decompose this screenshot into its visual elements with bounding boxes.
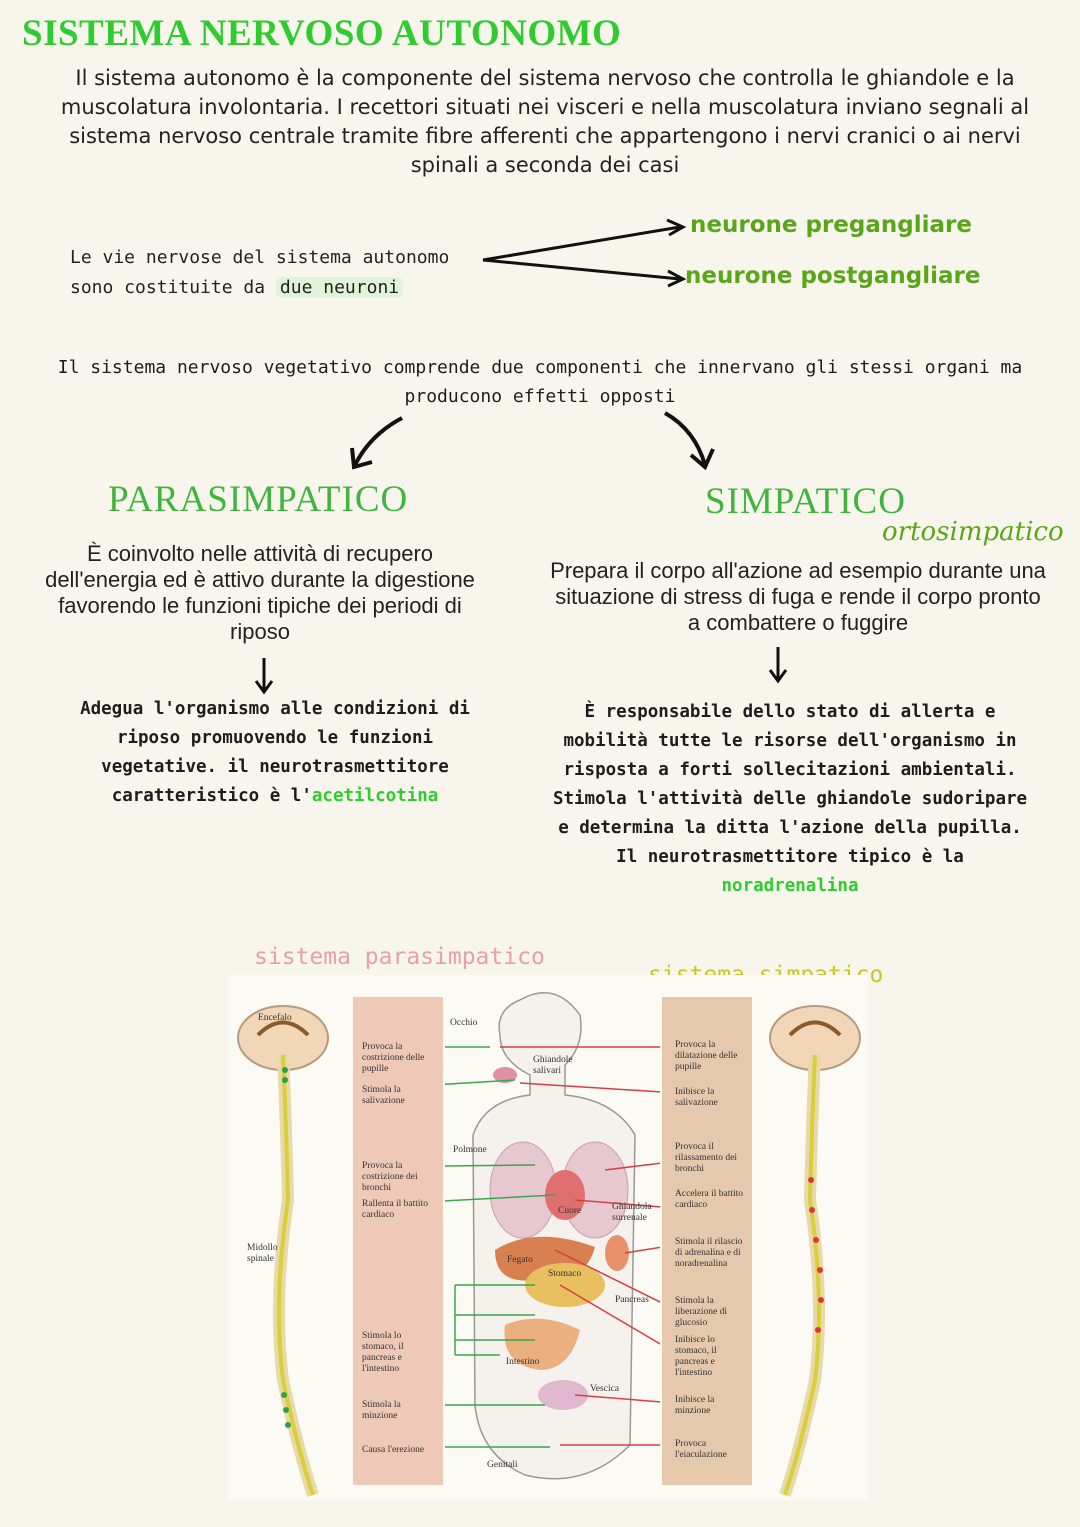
down-arrow-icon [768, 647, 788, 684]
parasimpatico-effect-text: Adegua l'organismo alle condizioni di ri… [80, 699, 470, 806]
organ-ghiandole: Ghiandole salivari [533, 1055, 573, 1076]
noradrenalina-word: noradrenalina [721, 876, 859, 896]
simp-effect: Provoca l'eiaculazione [675, 1439, 727, 1460]
organ-polmone: Polmone [453, 1145, 487, 1155]
para-effect: Stimola la salivazione [362, 1085, 405, 1106]
organ-pancreas: Pancreas [615, 1295, 649, 1305]
parasimpatico-effects-column [353, 997, 443, 1485]
simp-effect: Provoca la dilatazione delle pupille [675, 1040, 738, 1072]
parasimpatico-description: È coinvolto nelle attività di recupero d… [45, 541, 475, 644]
organ-cuore: Cuore [558, 1206, 582, 1216]
neurone-pregangliare: neurone pregangliare [690, 212, 972, 238]
encefalo-label: Encefalo [258, 1013, 292, 1023]
simpatico-effect: È responsabile dello stato di allerta e … [550, 698, 1030, 901]
organ-stomaco: Stomaco [548, 1269, 582, 1279]
para-effect: Rallenta il battito cardiaco [362, 1199, 428, 1220]
organ-occhio: Occhio [450, 1018, 478, 1028]
simpatico-effects-column [662, 997, 752, 1485]
body-organs-figure [445, 992, 660, 1480]
parasimpatico-spine-figure [237, 1005, 329, 1497]
simp-effect: Accelera il battito cardiaco [675, 1189, 744, 1210]
vie-nervose-text: Le vie nervose del sistema autonomo sono… [70, 243, 449, 303]
simp-effect: Stimola la liberazione di glucosio [675, 1296, 727, 1328]
para-effect: Stimola la minzione [362, 1400, 401, 1421]
neurone-postgangliare: neurone postgangliare [685, 263, 981, 289]
midollo-label: Midollo spinale [247, 1243, 278, 1264]
branch-arrows [482, 218, 687, 288]
vie-line-2-prefix: sono costituite da [70, 277, 276, 298]
organ-vescica: Vescica [590, 1384, 620, 1394]
para-effect: Causa l'erezione [362, 1445, 425, 1455]
ortosimpatico-subheading: ortosimpatico [882, 517, 1064, 547]
arrow-right-icon [664, 411, 715, 471]
down-arrow-icon [254, 658, 274, 695]
intro-paragraph: Il sistema autonomo è la componente del … [60, 66, 1030, 177]
simpatico-description: Prepara il corpo all'azione ad esempio d… [550, 558, 1046, 635]
page-title: SISTEMA NERVOSO AUTONOMO [22, 13, 622, 54]
simpatico-heading: SIMPATICO [705, 481, 906, 522]
simp-effect: Provoca il rilassamento dei bronchi [675, 1142, 737, 1174]
simp-effect: Inibisce lo stomaco, il pancreas e l'int… [675, 1335, 717, 1378]
acetilcotina-word: acetilcotina [311, 786, 439, 806]
simp-effect: Inibisce la minzione [675, 1395, 715, 1416]
vie-line-1: Le vie nervose del sistema autonomo [70, 247, 450, 268]
parasimpatico-effect: Adegua l'organismo alle condizioni di ri… [60, 695, 490, 811]
simp-effect: Inibisce la salivazione [675, 1087, 718, 1108]
due-neuroni-highlight: due neuroni [275, 277, 404, 298]
organ-surrenale: Ghiandola surrenale [612, 1202, 652, 1223]
simp-effect: Stimola il rilascio di adrenalina e di n… [675, 1237, 743, 1269]
vie-line-2: sono costituite da due neuroni [70, 273, 449, 303]
para-effect: Provoca la costrizione delle pupille [362, 1042, 425, 1074]
simpatico-spine-figure [769, 1005, 861, 1497]
organ-intestino: Intestino [506, 1357, 540, 1367]
organ-genitali: Genitali [487, 1460, 518, 1470]
para-effect: Stimola lo stomaco, il pancreas e l'inte… [362, 1331, 404, 1374]
parasimpatico-heading: PARASIMPATICO [108, 479, 409, 520]
organ-fegato: Fegato [507, 1255, 533, 1265]
simpatico-effect-text: È responsabile dello stato di allerta e … [552, 702, 1028, 867]
arrow-left-icon [350, 416, 403, 470]
para-effect: Provoca la costrizione dei bronchi [362, 1161, 418, 1193]
vegetativo-paragraph: Il sistema nervoso vegetativo comprende … [57, 357, 1023, 407]
parasimpatico-diagram-label: sistema parasimpatico [254, 944, 545, 970]
